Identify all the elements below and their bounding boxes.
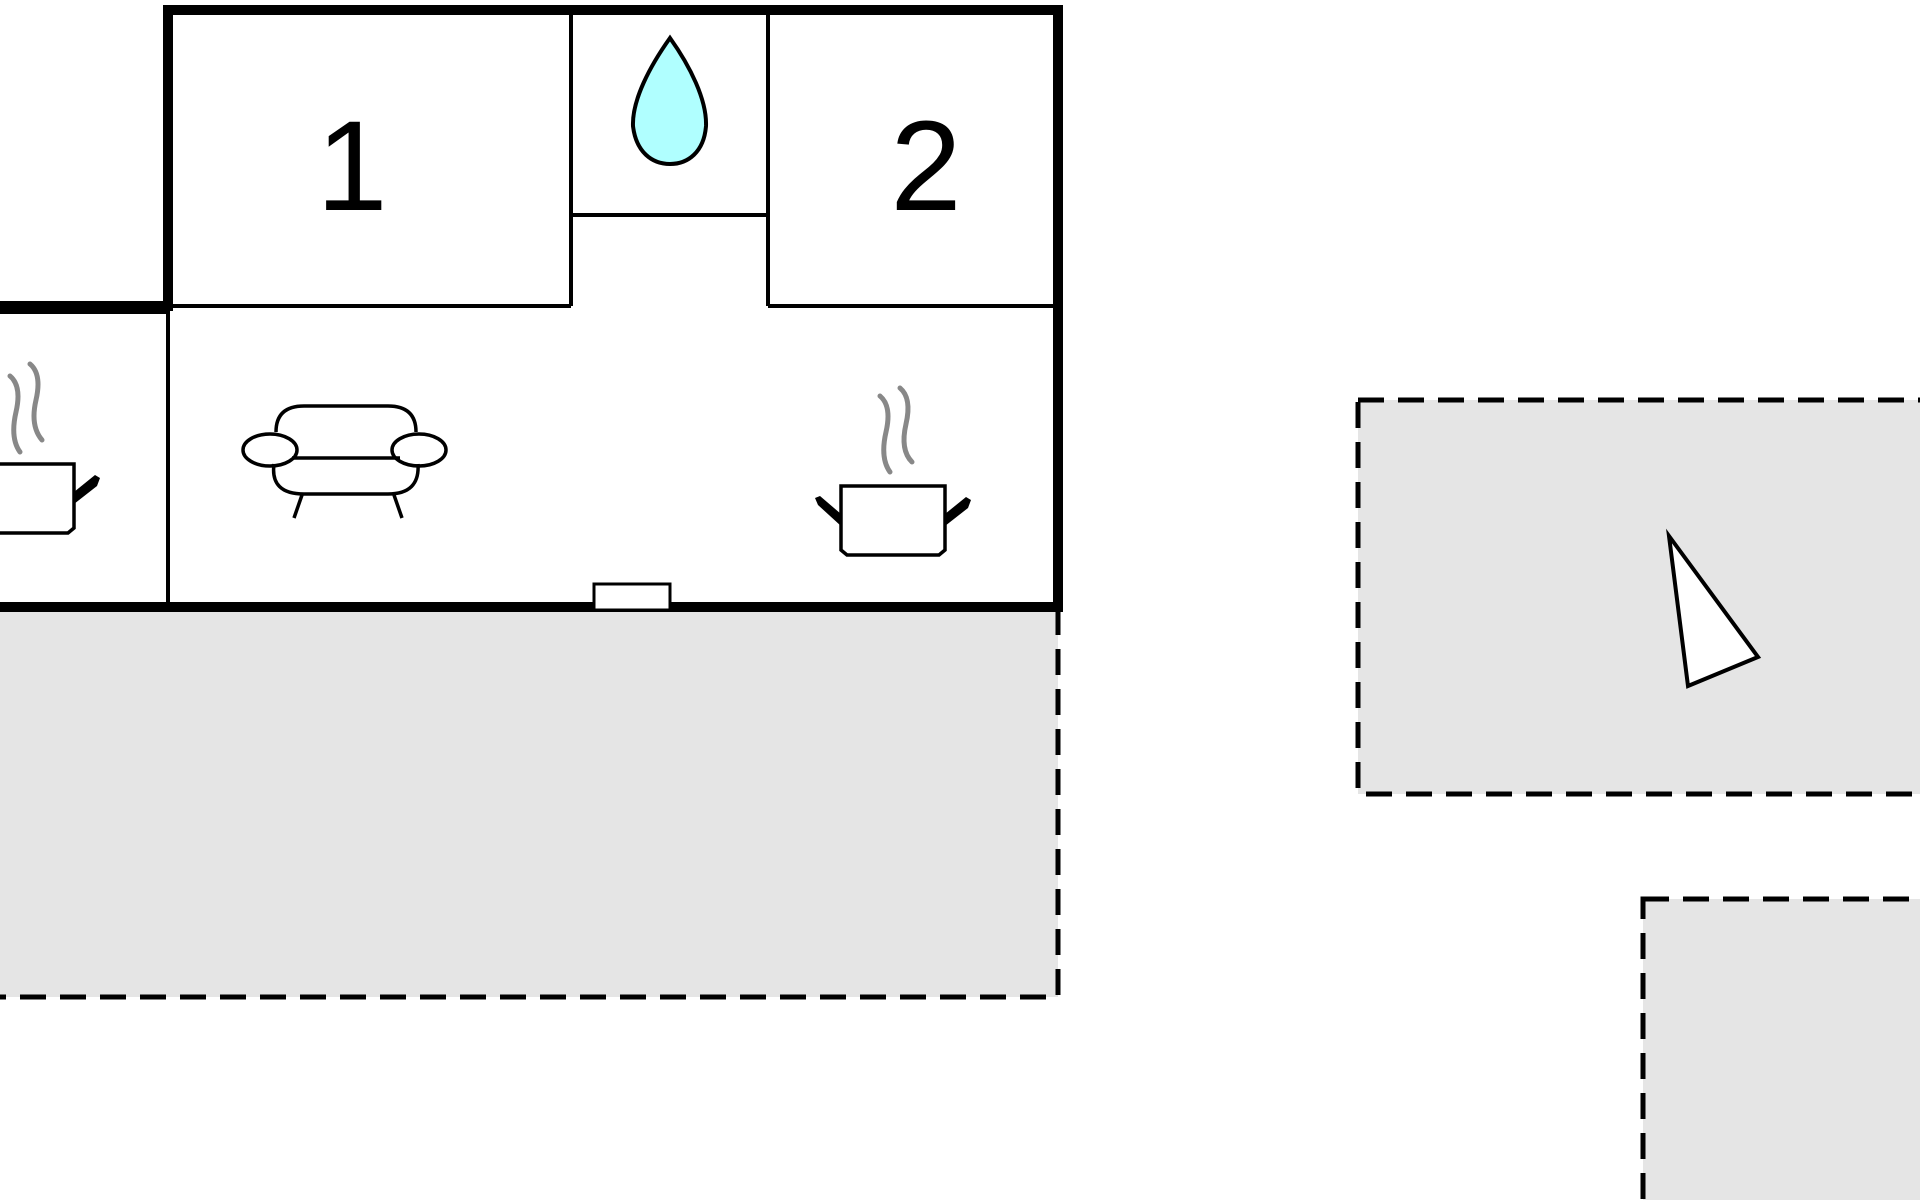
cooking-pot-icon bbox=[815, 385, 971, 557]
interior-walls bbox=[0, 10, 1058, 607]
room-2-label: 2 bbox=[890, 95, 961, 238]
terrace-bottom-right bbox=[1640, 896, 1920, 1200]
entrance-door-icon bbox=[592, 582, 672, 612]
terrace-right bbox=[1355, 397, 1920, 797]
cooking-pot-icon bbox=[0, 361, 100, 535]
room-1-label: 1 bbox=[316, 95, 387, 238]
terrace-front bbox=[0, 604, 1061, 1000]
exterior-walls bbox=[0, 5, 1063, 612]
north-arrow-icon bbox=[1666, 528, 1762, 689]
water-drop-icon bbox=[630, 34, 709, 167]
sofa-icon bbox=[241, 404, 448, 519]
